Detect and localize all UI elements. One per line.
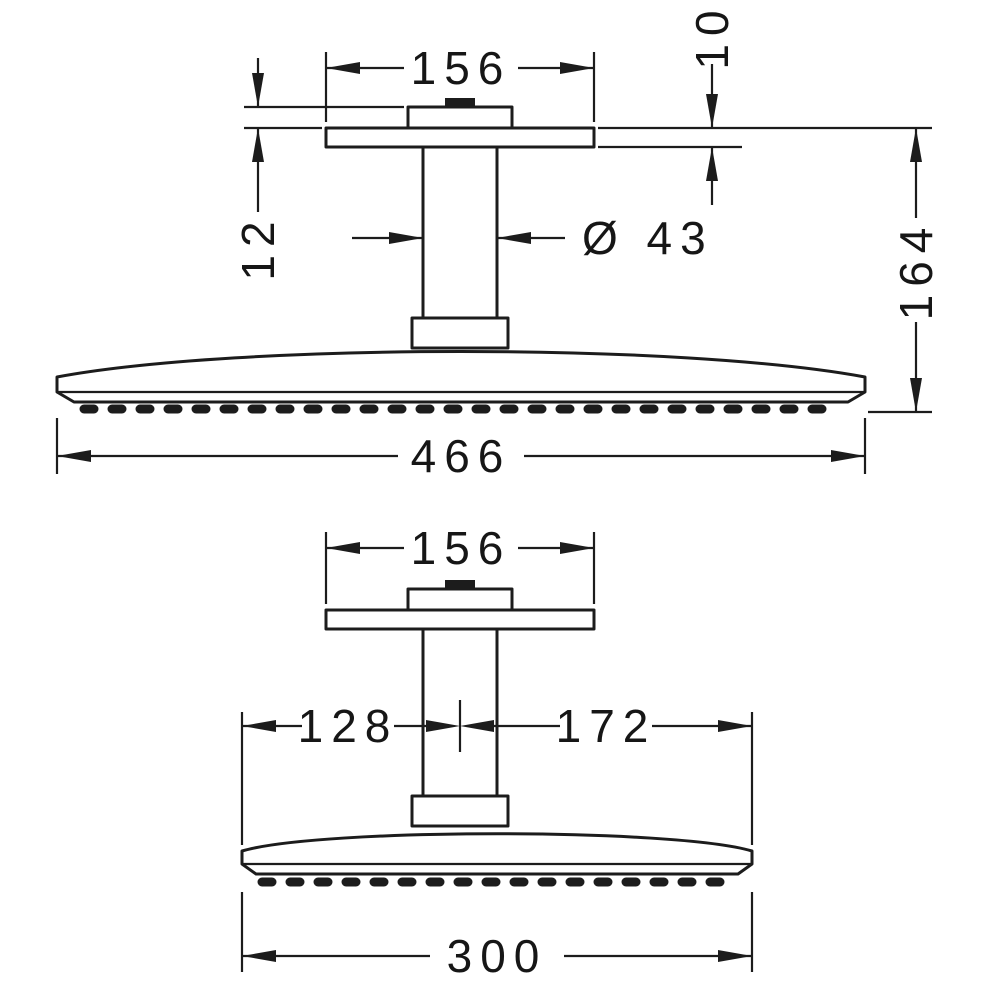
side-dim172-arrow-left bbox=[460, 720, 494, 732]
side-dim128-arrow-left bbox=[242, 720, 276, 732]
side-dim-flange-width: 156 bbox=[324, 522, 596, 604]
side-union-collar bbox=[410, 794, 510, 828]
front-dim-label-overall-width: 466 bbox=[411, 430, 512, 482]
front-dim43-arrow-right bbox=[389, 232, 423, 244]
front-dim12-arrow-up bbox=[252, 128, 264, 162]
front-head-outline bbox=[55, 350, 867, 404]
side-dim300-arrow-right bbox=[718, 950, 752, 962]
side-dim300-arrow-left bbox=[242, 950, 276, 962]
front-dim12-arrow-down bbox=[252, 73, 264, 107]
front-dim-flange-thickness: 10 bbox=[598, 2, 932, 205]
side-dim-label-offset-right: 172 bbox=[556, 700, 657, 752]
side-dim-offsets: 128 172 bbox=[240, 700, 754, 845]
front-dim466-arrow-left bbox=[57, 450, 91, 462]
front-dim-label-pipe-diameter: Ø 43 bbox=[582, 212, 714, 264]
side-view: 156 128 172 300 bbox=[240, 522, 754, 982]
side-dim156-arrow-left bbox=[326, 542, 360, 554]
front-dim-pipe-diameter: Ø 43 bbox=[352, 212, 714, 264]
front-dim10-arrow-down bbox=[706, 94, 718, 128]
front-dim466-arrow-right bbox=[831, 450, 865, 462]
side-dim128-arrow-right bbox=[426, 720, 460, 732]
front-connector-block bbox=[406, 105, 514, 130]
side-connector-block bbox=[406, 587, 514, 612]
front-dim-label-connector-height: 12 bbox=[232, 213, 284, 280]
front-dim-flange-width: 156 bbox=[324, 42, 596, 122]
side-head-outline bbox=[240, 832, 754, 876]
front-view: 156 10 12 Ø 43 bbox=[55, 2, 942, 482]
front-dim-overall-width: 466 bbox=[55, 418, 867, 482]
front-dim-connector-height: 12 bbox=[232, 58, 404, 281]
front-dim-label-flange-width: 156 bbox=[411, 42, 512, 94]
side-dim-label-offset-left: 128 bbox=[298, 700, 399, 752]
side-dim156-arrow-right bbox=[560, 542, 594, 554]
front-dim-label-overall-height: 164 bbox=[890, 220, 942, 321]
front-dim164-arrow-up bbox=[910, 128, 922, 162]
side-dim-overall-width: 300 bbox=[240, 892, 754, 982]
side-shower-assembly bbox=[240, 580, 754, 887]
side-dim172-arrow-right bbox=[718, 720, 752, 732]
front-dim164-arrow-down bbox=[910, 378, 922, 412]
front-union-collar bbox=[410, 316, 510, 350]
front-dim156-arrow-right bbox=[560, 62, 594, 74]
side-dim-label-overall-width: 300 bbox=[447, 930, 548, 982]
front-dim-label-flange-thickness: 10 bbox=[686, 2, 738, 69]
front-dim-overall-height: 164 bbox=[868, 128, 942, 414]
front-ceiling-flange bbox=[324, 126, 596, 149]
front-dim43-arrow-left bbox=[497, 232, 531, 244]
side-ceiling-flange bbox=[324, 608, 596, 631]
front-dim156-arrow-left bbox=[326, 62, 360, 74]
front-dim10-arrow-up bbox=[706, 147, 718, 181]
side-dim-label-flange-width: 156 bbox=[411, 522, 512, 574]
front-shower-assembly bbox=[55, 98, 867, 414]
